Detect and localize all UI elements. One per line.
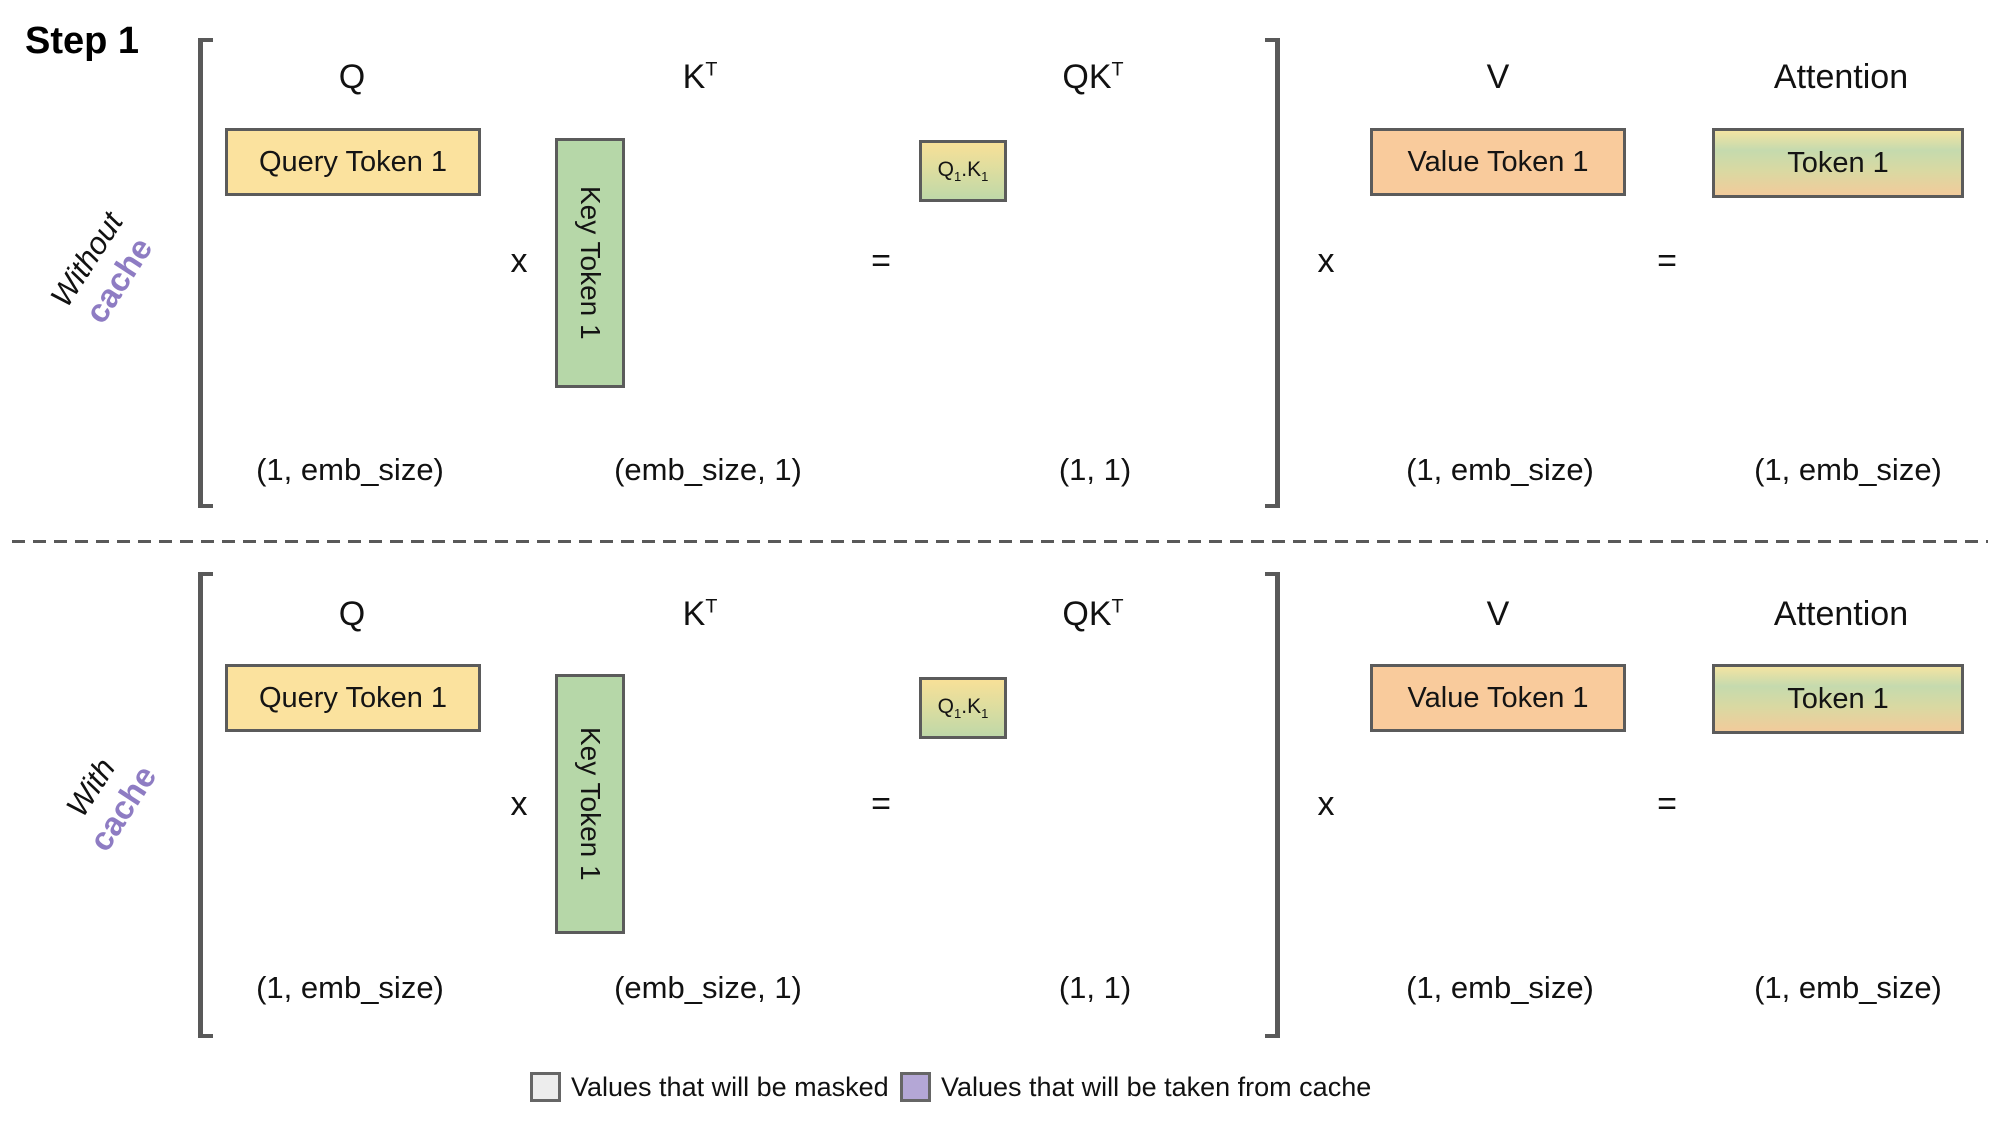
right-bracket bbox=[1265, 572, 1280, 1038]
row-side-label: Without cache bbox=[25, 178, 181, 362]
dim-label-k: (emb_size, 1) bbox=[614, 970, 802, 1005]
header-v: V bbox=[1486, 595, 1510, 633]
header-v: V bbox=[1486, 58, 1510, 96]
dim-label-qk: (1, 1) bbox=[1058, 970, 1132, 1005]
query-token-label: Query Token 1 bbox=[258, 145, 448, 178]
legend-cache-label: Values that will be taken from cache bbox=[941, 1072, 1372, 1102]
dim-label-qk: (1, 1) bbox=[1058, 452, 1132, 487]
header-attention: Attention bbox=[1773, 58, 1909, 96]
header-k-transpose: KT bbox=[682, 595, 718, 633]
dim-label-attention: (1, emb_size) bbox=[1754, 452, 1942, 487]
qk-product-label: Q1.K1 bbox=[937, 157, 989, 185]
legend-cache-swatch bbox=[900, 1072, 931, 1102]
value-token-label: Value Token 1 bbox=[1407, 145, 1589, 178]
qk-product-box: Q1.K1 bbox=[919, 140, 1007, 202]
attention-token-label: Token 1 bbox=[1787, 146, 1889, 179]
key-token-box: Key Token 1 bbox=[555, 138, 625, 388]
key-token-label: Key Token 1 bbox=[575, 186, 606, 340]
equals-operator: = bbox=[871, 242, 891, 280]
query-token-box: Query Token 1 bbox=[225, 664, 481, 732]
dim-label-q: (1, emb_size) bbox=[256, 970, 444, 1005]
header-qk-transpose: QKT bbox=[1062, 595, 1124, 633]
header-attention: Attention bbox=[1773, 595, 1909, 633]
attention-token-label: Token 1 bbox=[1787, 682, 1889, 715]
dim-label-q: (1, emb_size) bbox=[256, 452, 444, 487]
value-token-box: Value Token 1 bbox=[1370, 664, 1626, 732]
multiply-operator: x bbox=[510, 785, 528, 823]
header-k-transpose: KT bbox=[682, 58, 718, 96]
legend-masked-label: Values that will be masked bbox=[571, 1072, 889, 1102]
dim-label-v: (1, emb_size) bbox=[1406, 970, 1594, 1005]
attention-token-box: Token 1 bbox=[1712, 128, 1964, 198]
multiply-operator: x bbox=[1317, 242, 1335, 280]
value-token-label: Value Token 1 bbox=[1407, 681, 1589, 714]
dim-label-v: (1, emb_size) bbox=[1406, 452, 1594, 487]
left-bracket bbox=[198, 572, 213, 1038]
query-token-label: Query Token 1 bbox=[258, 681, 448, 714]
equals-operator: = bbox=[871, 785, 891, 823]
key-token-label: Key Token 1 bbox=[575, 727, 606, 881]
dashed-divider bbox=[12, 540, 1988, 543]
equals-operator: = bbox=[1657, 242, 1677, 280]
legend-masked-swatch bbox=[530, 1072, 561, 1102]
dim-label-k: (emb_size, 1) bbox=[614, 452, 802, 487]
dim-label-attention: (1, emb_size) bbox=[1754, 970, 1942, 1005]
value-token-box: Value Token 1 bbox=[1370, 128, 1626, 196]
header-q: Q bbox=[338, 595, 366, 633]
step-title: Step 1 bbox=[25, 20, 140, 62]
multiply-operator: x bbox=[1317, 785, 1335, 823]
query-token-box: Query Token 1 bbox=[225, 128, 481, 196]
qk-product-label: Q1.K1 bbox=[937, 694, 989, 722]
attention-token-box: Token 1 bbox=[1712, 664, 1964, 734]
right-bracket bbox=[1265, 38, 1280, 508]
equals-operator: = bbox=[1657, 785, 1677, 823]
qk-product-box: Q1.K1 bbox=[919, 677, 1007, 739]
multiply-operator: x bbox=[510, 242, 528, 280]
header-q: Q bbox=[338, 58, 366, 96]
row-side-label: With cache bbox=[29, 706, 185, 890]
left-bracket bbox=[198, 38, 213, 508]
key-token-box: Key Token 1 bbox=[555, 674, 625, 934]
header-qk-transpose: QKT bbox=[1062, 58, 1124, 96]
